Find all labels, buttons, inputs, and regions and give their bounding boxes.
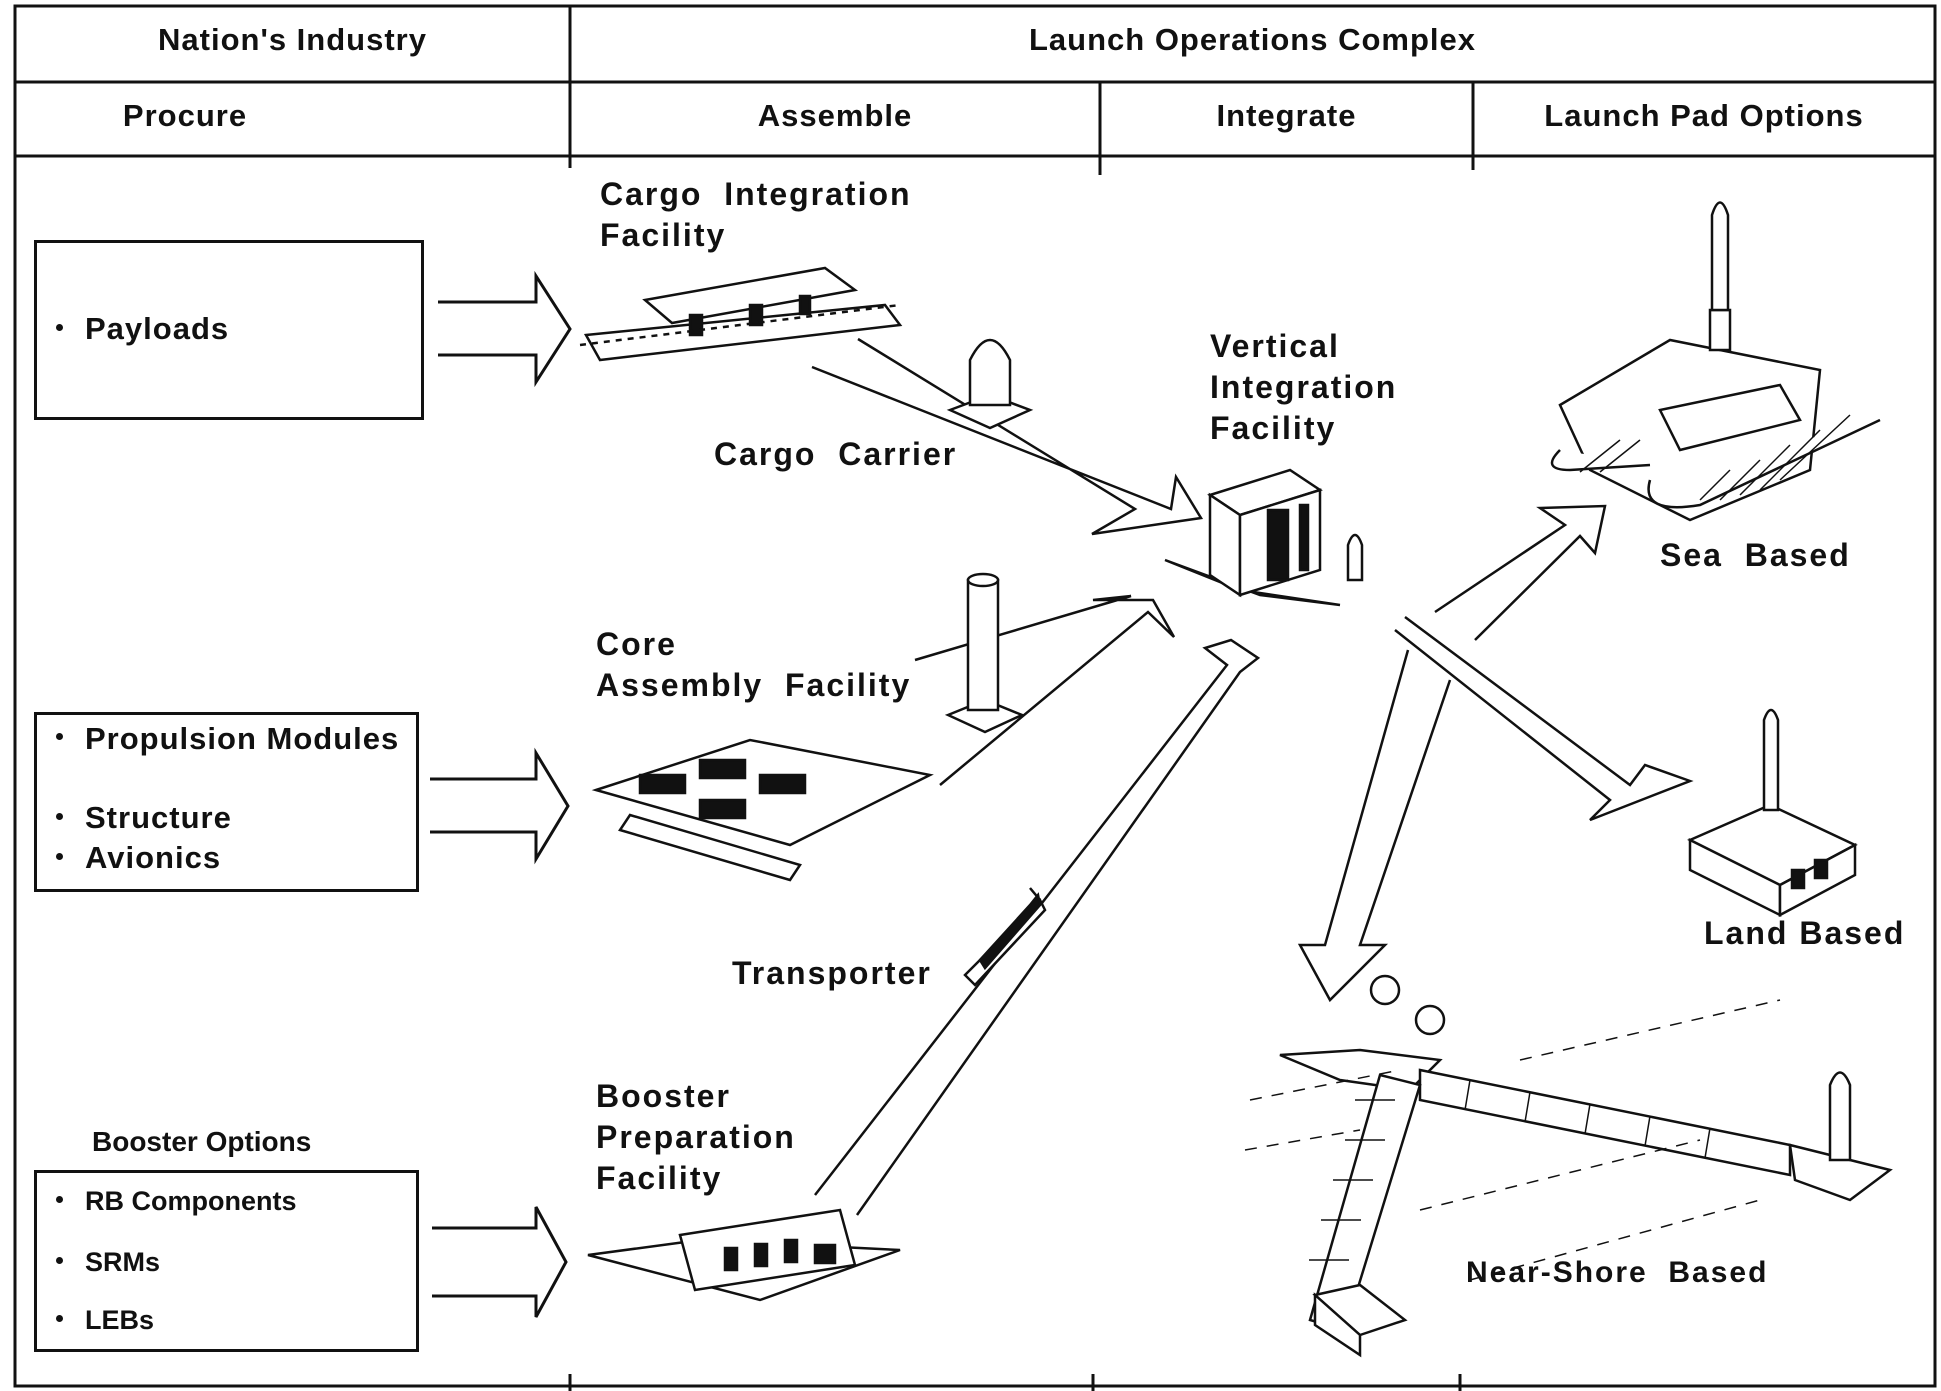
transporter-label: Transporter — [732, 955, 932, 991]
bullet-icon — [56, 324, 63, 332]
near-shore-pad-sketch — [1244, 974, 1893, 1358]
core-components-box — [34, 712, 419, 892]
cargo-integration-facility-label: Cargo Integration Facility — [600, 176, 912, 253]
vif-to-sea-arrow — [1434, 504, 1607, 641]
core-stage-sketch — [944, 572, 1026, 734]
booster-flow-arrow — [814, 638, 1261, 1216]
booster-options-title: Booster Options — [92, 1126, 312, 1157]
bullet-icon — [56, 853, 63, 861]
column-assemble: Assemble — [757, 98, 913, 133]
cargo-flow-arrow — [811, 337, 1204, 536]
bullet-icon — [56, 1257, 63, 1265]
column-launch-pad-options: Launch Pad Options — [1544, 98, 1864, 133]
booster-components-arrow — [432, 1206, 568, 1318]
core-components-arrow — [430, 747, 570, 865]
header-launch-operations-complex: Launch Operations Complex — [1028, 22, 1476, 57]
vif-to-land-arrow — [1394, 615, 1694, 822]
land-based-label: Land Based — [1704, 915, 1906, 951]
sea-based-pad-sketch — [1550, 201, 1881, 522]
bullet-icon — [56, 1315, 63, 1323]
list-item: SRMs — [56, 1247, 160, 1278]
list-item: Structure — [56, 800, 232, 836]
core-flow-arrow — [914, 594, 1176, 786]
cargo-integration-facility-sketch — [579, 266, 903, 362]
core-assembly-facility-label: Core Assembly Facility — [596, 626, 912, 703]
header-nations-industry: Nation's Industry — [158, 22, 427, 57]
vif-to-near-shore-arrow — [1297, 649, 1452, 1003]
list-item: Payloads — [56, 311, 229, 347]
list-item: Avionics — [56, 840, 221, 876]
list-item: RB Components — [56, 1186, 297, 1217]
list-item: LEBs — [56, 1305, 154, 1336]
column-procure: Procure — [122, 98, 248, 133]
booster-options-box — [34, 1170, 419, 1352]
transporter-sketch — [963, 887, 1047, 987]
column-integrate: Integrate — [1216, 98, 1357, 133]
booster-preparation-facility-sketch — [587, 1208, 901, 1302]
land-based-pad-sketch — [1687, 708, 1858, 918]
near-shore-based-label: Near-Shore Based — [1466, 1256, 1769, 1289]
cargo-carrier-label: Cargo Carrier — [714, 436, 958, 472]
vertical-integration-facility-sketch — [1164, 468, 1364, 607]
booster-preparation-facility-label: Booster Preparation Facility — [596, 1078, 796, 1196]
sea-based-label: Sea Based — [1660, 537, 1851, 573]
payloads-arrow — [438, 270, 572, 388]
payloads-box — [34, 240, 424, 420]
core-assembly-facility-sketch — [591, 738, 934, 882]
bullet-icon — [56, 1196, 63, 1204]
bullet-icon — [56, 813, 63, 821]
vertical-integration-facility-label: Vertical Integration Facility — [1210, 328, 1398, 446]
bullet-icon — [56, 733, 63, 741]
cargo-carrier-sketch — [946, 338, 1034, 430]
